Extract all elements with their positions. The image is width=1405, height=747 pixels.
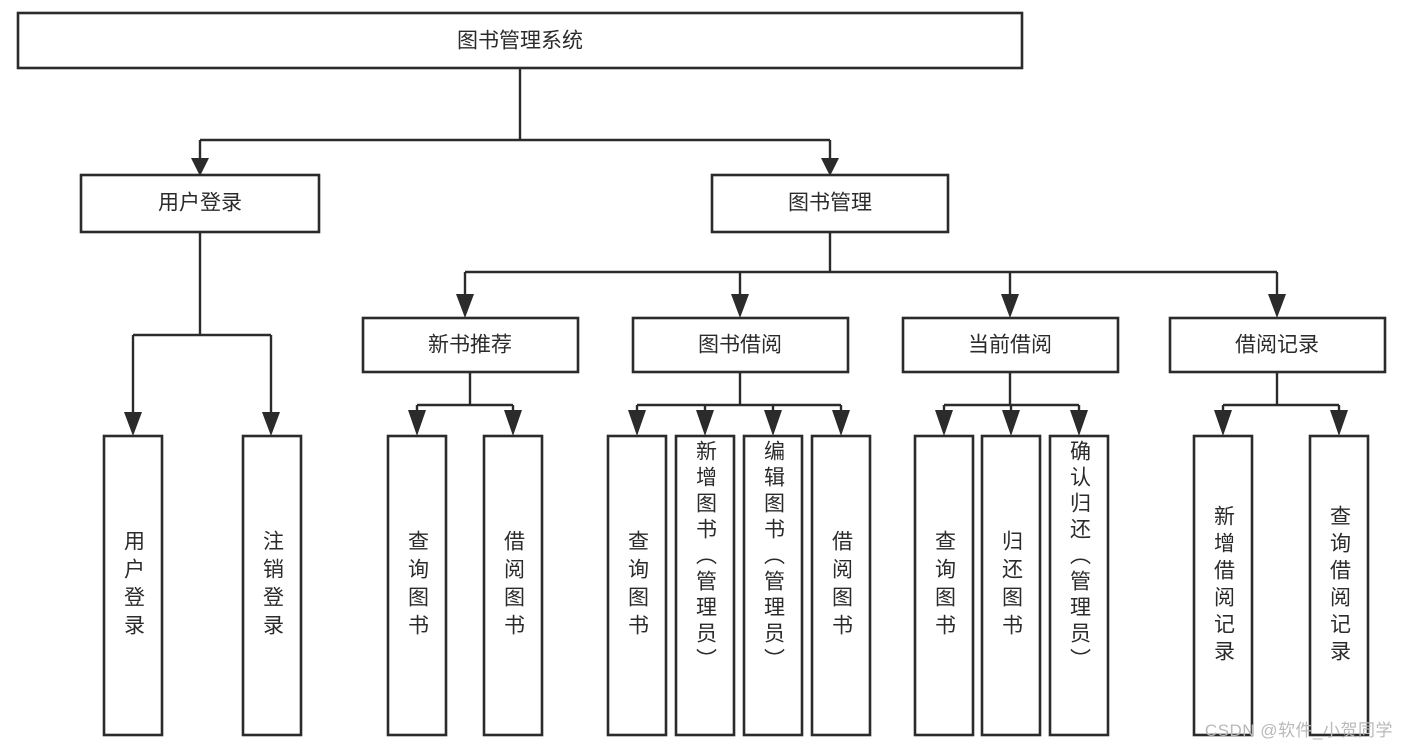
arrowhead-leaf-edit-book <box>764 410 782 436</box>
node-leaf-query-book-2-label-wrap: 查询图书 <box>608 436 666 735</box>
node-leaf-user-login-box[interactable] <box>102 434 164 737</box>
node-leaf-query-book-3[interactable] <box>913 434 975 737</box>
node-leaf-borrow-book-2-label-wrap: 借阅图书 <box>812 436 870 735</box>
arrowhead-leaf-query-book-1 <box>408 410 426 436</box>
arrowhead-leaf-query-book-3 <box>935 410 953 436</box>
arrowhead-leaf-confirm-return <box>1070 410 1088 436</box>
arrowhead-leaf-query-book-2 <box>628 410 646 436</box>
node-leaf-edit-book[interactable] <box>742 434 804 737</box>
node-current-borrow-box[interactable] <box>901 316 1120 374</box>
node-book-manage-box[interactable] <box>710 173 950 234</box>
node-leaf-add-book-box[interactable] <box>674 434 736 737</box>
node-leaf-user-login-label-wrap: 用户登录 <box>104 436 162 735</box>
arrowhead-current-borrow <box>1001 294 1019 318</box>
node-leaf-borrow-book-1-box[interactable] <box>482 434 544 737</box>
node-new-book-rec-label: 新书推荐 <box>428 334 512 357</box>
node-root-box[interactable] <box>16 11 1024 70</box>
node-leaf-logout-login-box[interactable] <box>241 434 303 737</box>
node-borrow-record-box[interactable] <box>1168 316 1387 374</box>
node-book-borrow[interactable]: 图书借阅 <box>631 316 850 374</box>
arrowhead-leaf-query-record <box>1330 410 1348 436</box>
node-leaf-edit-book-box[interactable] <box>742 434 804 737</box>
node-leaf-logout-login-label: 注销登录 <box>260 529 284 642</box>
node-leaf-query-book-2[interactable] <box>606 434 668 737</box>
node-leaf-query-book-2-label: 查询图书 <box>625 529 649 642</box>
node-leaf-query-book-1-box[interactable] <box>386 434 448 737</box>
node-leaf-query-book-1-label: 查询图书 <box>405 529 429 642</box>
node-leaf-confirm-return-label-wrap: 确认归还（管理员） <box>1050 440 1108 731</box>
arrowhead-new-book-rec <box>456 294 474 318</box>
node-user-login-box[interactable] <box>79 173 321 234</box>
node-leaf-add-record[interactable] <box>1192 434 1254 737</box>
node-leaf-return-book-box[interactable] <box>980 434 1042 737</box>
node-leaf-query-book-3-label-wrap: 查询图书 <box>915 436 973 735</box>
node-leaf-borrow-book-1-label: 借阅图书 <box>501 529 525 642</box>
node-borrow-record-label: 借阅记录 <box>1235 334 1319 357</box>
node-leaf-borrow-book-1-label-wrap: 借阅图书 <box>484 436 542 735</box>
node-root[interactable]: 图书管理系统 <box>16 11 1024 70</box>
node-leaf-edit-book-label: 编辑图书（管理员） <box>761 440 785 674</box>
connector-layer <box>124 68 1348 436</box>
arrowhead-leaf-borrow-book-2 <box>832 410 850 436</box>
node-borrow-record[interactable]: 借阅记录 <box>1168 316 1387 374</box>
node-leaf-add-record-box[interactable] <box>1192 434 1254 737</box>
node-leaf-query-book-2-box[interactable] <box>606 434 668 737</box>
node-leaf-user-login[interactable] <box>102 434 164 737</box>
arrowhead-book-manage <box>821 158 839 176</box>
node-leaf-query-record-label: 查询借阅记录 <box>1327 504 1351 667</box>
node-book-manage-label: 图书管理 <box>788 192 872 215</box>
node-leaf-confirm-return[interactable] <box>1048 434 1110 737</box>
node-leaf-query-book-1-label-wrap: 查询图书 <box>388 436 446 735</box>
node-leaf-borrow-book-1[interactable] <box>482 434 544 737</box>
node-leaf-query-book-3-box[interactable] <box>913 434 975 737</box>
node-leaf-query-record-box[interactable] <box>1308 434 1370 737</box>
node-leaf-borrow-book-2-label: 借阅图书 <box>829 529 853 642</box>
node-new-book-rec[interactable]: 新书推荐 <box>361 316 580 374</box>
node-leaf-return-book[interactable] <box>980 434 1042 737</box>
node-root-label: 图书管理系统 <box>457 30 583 53</box>
node-leaf-return-book-label: 归还图书 <box>999 529 1023 642</box>
node-current-borrow-label: 当前借阅 <box>968 334 1052 357</box>
node-leaf-add-book-label: 新增图书（管理员） <box>693 440 717 674</box>
node-leaf-borrow-book-2[interactable] <box>810 434 872 737</box>
node-book-manage[interactable]: 图书管理 <box>710 173 950 234</box>
arrowhead-leaf-borrow-book-1 <box>504 410 522 436</box>
arrowhead-borrow-record <box>1268 294 1286 318</box>
node-current-borrow[interactable]: 当前借阅 <box>901 316 1120 374</box>
node-new-book-rec-box[interactable] <box>361 316 580 374</box>
node-book-borrow-box[interactable] <box>631 316 850 374</box>
node-leaf-borrow-book-2-box[interactable] <box>810 434 872 737</box>
node-leaf-add-record-label-wrap: 新增借阅记录 <box>1194 436 1252 735</box>
node-user-login[interactable]: 用户登录 <box>79 173 321 234</box>
node-book-borrow-label: 图书借阅 <box>698 334 782 357</box>
arrowhead-leaf-logout-login <box>262 412 280 436</box>
arrowhead-leaf-return-book <box>1002 410 1020 436</box>
node-leaf-logout-login-label-wrap: 注销登录 <box>243 436 301 735</box>
node-leaf-confirm-return-label: 确认归还（管理员） <box>1067 440 1091 674</box>
node-leaf-return-book-label-wrap: 归还图书 <box>982 436 1040 735</box>
node-leaf-confirm-return-box[interactable] <box>1048 434 1110 737</box>
node-leaf-query-record-label-wrap: 查询借阅记录 <box>1310 436 1368 735</box>
node-leaf-logout-login[interactable] <box>241 434 303 737</box>
node-leaf-user-login-label: 用户登录 <box>121 529 145 642</box>
node-user-login-label: 用户登录 <box>158 192 242 215</box>
node-leaf-query-book-1[interactable] <box>386 434 448 737</box>
node-leaf-add-book[interactable] <box>674 434 736 737</box>
arrowhead-leaf-add-record <box>1214 410 1232 436</box>
arrowhead-leaf-add-book <box>696 410 714 436</box>
node-leaf-query-book-3-label: 查询图书 <box>932 529 956 642</box>
node-leaf-add-record-label: 新增借阅记录 <box>1211 504 1235 667</box>
arrowhead-book-borrow <box>731 294 749 318</box>
node-leaf-add-book-label-wrap: 新增图书（管理员） <box>676 440 734 731</box>
node-leaf-query-record[interactable] <box>1308 434 1370 737</box>
arrowhead-leaf-user-login <box>124 412 142 436</box>
node-leaf-edit-book-label-wrap: 编辑图书（管理员） <box>744 440 802 731</box>
arrowhead-user-login <box>191 158 209 176</box>
